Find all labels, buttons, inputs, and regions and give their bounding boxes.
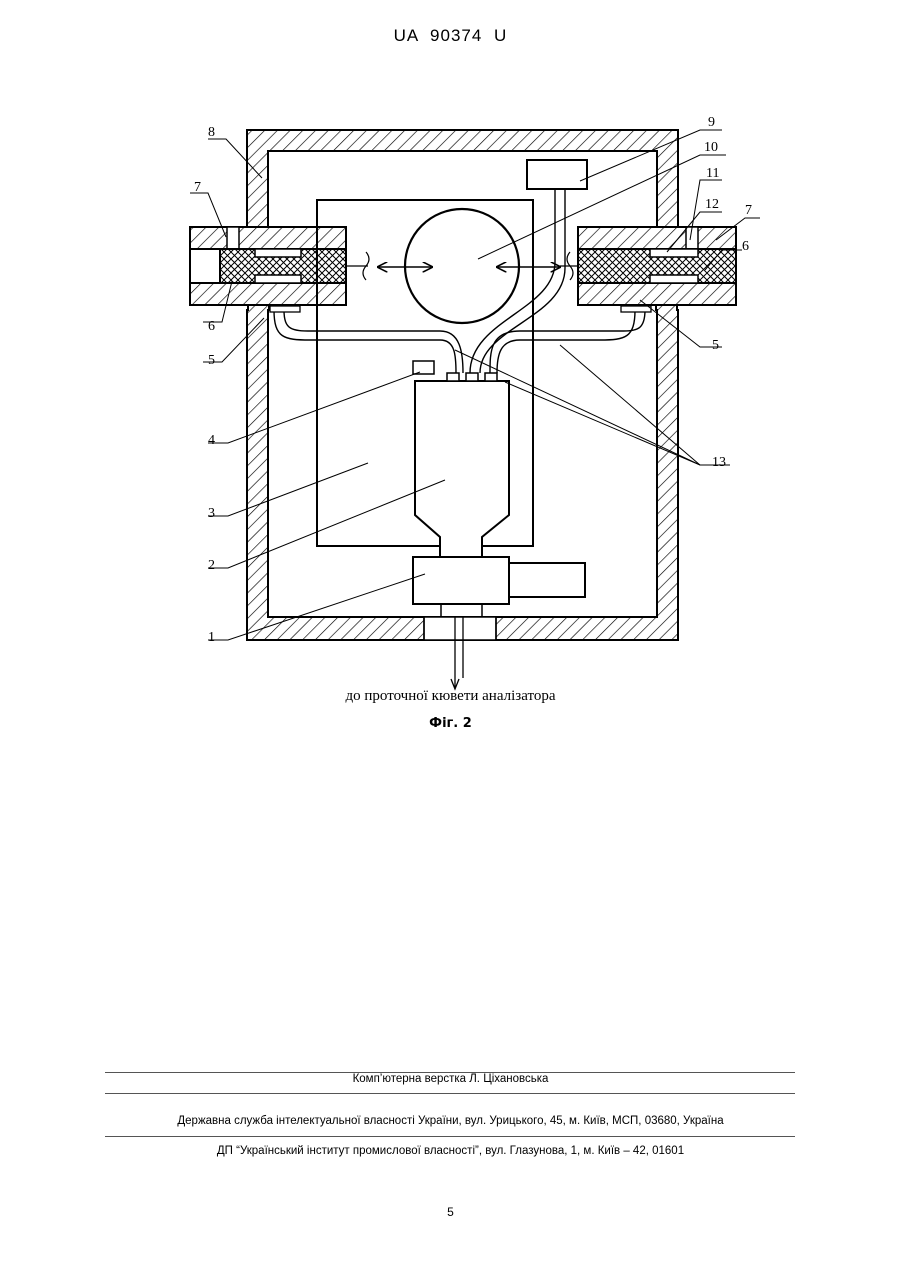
left-tube-fitting [270, 306, 300, 312]
label-10: 10 [704, 140, 718, 155]
label-7-right: 7 [745, 203, 752, 218]
pump-block [413, 557, 509, 604]
page-number: 5 [0, 1205, 901, 1219]
label-3: 3 [208, 506, 215, 521]
left-port-bottom-flange [190, 283, 346, 305]
vessel-port-1 [447, 373, 459, 381]
label-7-left: 7 [194, 180, 201, 195]
right-plunger-channel-top [650, 249, 698, 257]
label-5-left: 5 [208, 353, 215, 368]
label-2: 2 [208, 558, 215, 573]
label-4: 4 [208, 433, 215, 448]
layout-credit: Комп’ютерна верстка Л. Ціхановська [0, 1073, 901, 1085]
sphere-element [405, 209, 519, 323]
institute-address: ДП “Український інститут промислової вла… [0, 1145, 901, 1157]
footer-rule-middle [105, 1093, 795, 1094]
left-port-body [190, 249, 220, 283]
level-sensor-4 [413, 361, 434, 374]
label-6-left: 6 [208, 319, 215, 334]
right-port-top-flange [578, 227, 736, 249]
label-9: 9 [708, 115, 715, 130]
label-6-right: 6 [742, 239, 749, 254]
label-13: 13 [712, 455, 726, 470]
left-port-opening [227, 227, 239, 249]
label-8: 8 [208, 125, 215, 140]
outlet-fitting [424, 617, 496, 640]
right-port-bottom-flange [578, 283, 736, 305]
sample-vessel [415, 381, 509, 557]
vessel-port-3 [485, 373, 497, 381]
label-5-right: 5 [712, 338, 719, 353]
footer-rule-bottom [105, 1136, 795, 1137]
figure-caption: до проточної кювети аналізатора [0, 688, 901, 705]
left-port-top-flange [190, 227, 346, 249]
agency-address: Державна служба інтелектуальної власност… [0, 1115, 901, 1127]
label-12: 12 [705, 197, 719, 212]
sensor-box [527, 160, 587, 189]
left-plunger-channel-bottom [255, 275, 301, 283]
label-1: 1 [208, 630, 215, 645]
label-11: 11 [706, 166, 719, 181]
vessel-port-2 [466, 373, 478, 381]
figure-2-drawing: 8 7 6 5 4 3 2 1 9 10 11 12 7 6 5 13 [0, 0, 901, 760]
right-plunger-channel-bottom [650, 275, 698, 283]
figure-title: Фіг. 2 [0, 716, 901, 731]
left-plunger-channel-top [255, 249, 301, 257]
pump-motor [509, 563, 585, 597]
right-tube-fitting [621, 306, 651, 312]
